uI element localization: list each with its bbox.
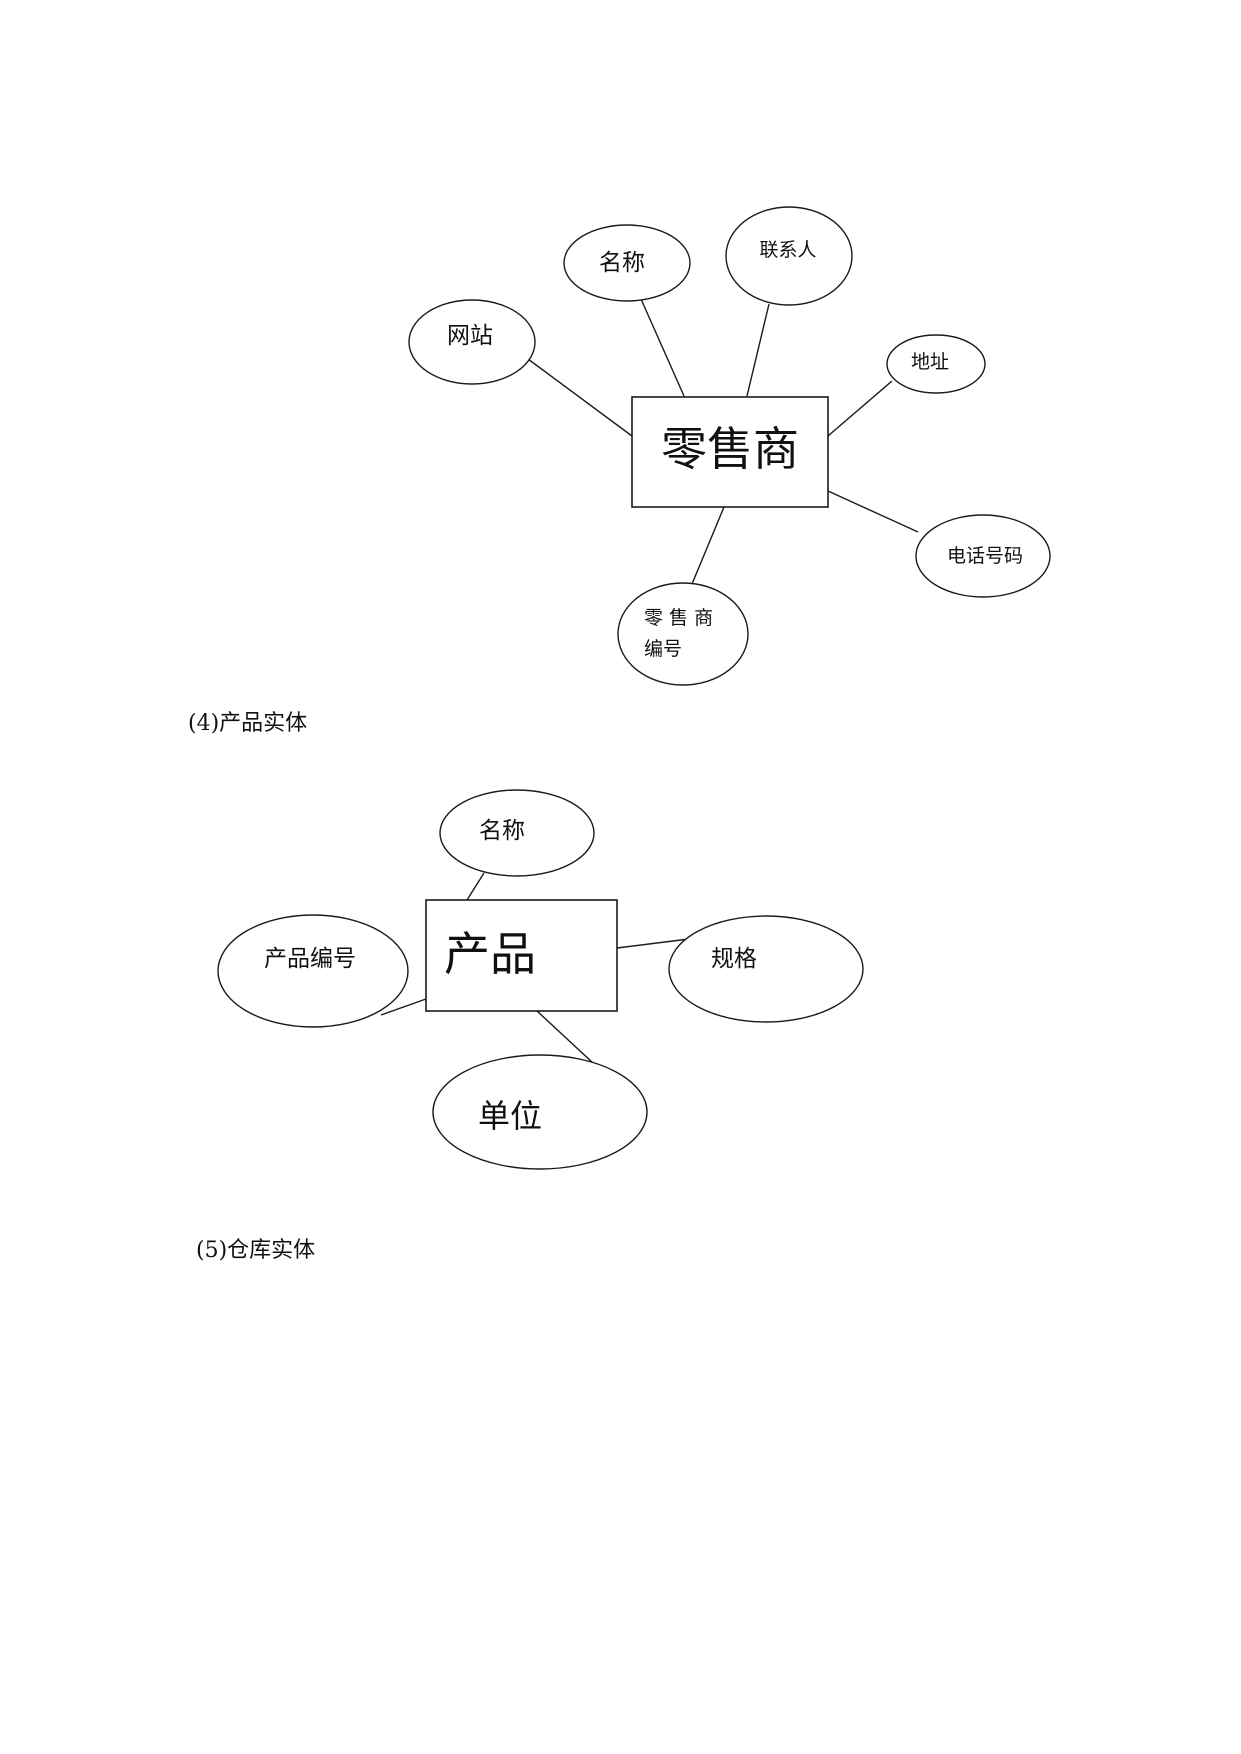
product-entity-box [425, 899, 618, 1012]
connector-retailer-id [691, 506, 725, 585]
product-attr-spec-label: 规格 [711, 946, 757, 972]
product-attr-unit-label: 单位 [478, 1097, 542, 1135]
connector-product-unit [536, 1010, 594, 1064]
product-attr-id [217, 914, 409, 1028]
retailer-attr-contact [725, 206, 853, 306]
connector-retailer-phone [827, 490, 919, 533]
retailer-attr-address [886, 334, 986, 394]
connector-retailer-contact [746, 303, 770, 397]
retailer-attr-website [408, 299, 536, 385]
retailer-attr-id-label-line1: 零 售 商 [644, 607, 713, 629]
retailer-attr-phone [915, 514, 1051, 598]
product-attr-name-label: 名称 [479, 818, 525, 844]
product-entity-label: 产品 [444, 927, 536, 981]
product-attr-id-label: 产品编号 [264, 946, 356, 972]
connector-product-id [380, 998, 427, 1016]
retailer-entity-box [631, 396, 829, 508]
caption-warehouse-entity: (5)仓库实体 [196, 1238, 316, 1263]
connector-product-name [466, 872, 485, 901]
connector-retailer-address [827, 380, 893, 437]
caption-product-entity: (4)产品实体 [188, 711, 308, 736]
connector-retailer-name [640, 298, 685, 397]
retailer-attr-contact-label: 联系人 [759, 239, 816, 261]
retailer-attr-name-label: 名称 [599, 250, 645, 276]
product-er-diagram: 产品 名称 产品编号 规格 单位 [217, 789, 864, 1170]
product-attr-name [439, 789, 595, 877]
retailer-attr-id [617, 582, 749, 686]
retailer-attr-phone-label: 电话号码 [947, 545, 1023, 567]
retailer-attr-name [563, 224, 691, 302]
product-attr-unit [432, 1054, 648, 1170]
retailer-er-diagram: 零售商 名称 联系人 网站 地址 电话号码 零 售 商 编号 [408, 206, 1051, 686]
connector-retailer-website [527, 358, 633, 437]
product-attr-spec [668, 915, 864, 1023]
retailer-entity-label: 零售商 [661, 422, 799, 476]
retailer-attr-website-label: 网站 [447, 323, 493, 349]
retailer-attr-address-label: 地址 [911, 351, 949, 373]
connector-product-spec [616, 938, 690, 949]
retailer-attr-id-label-line2: 编号 [644, 638, 682, 660]
